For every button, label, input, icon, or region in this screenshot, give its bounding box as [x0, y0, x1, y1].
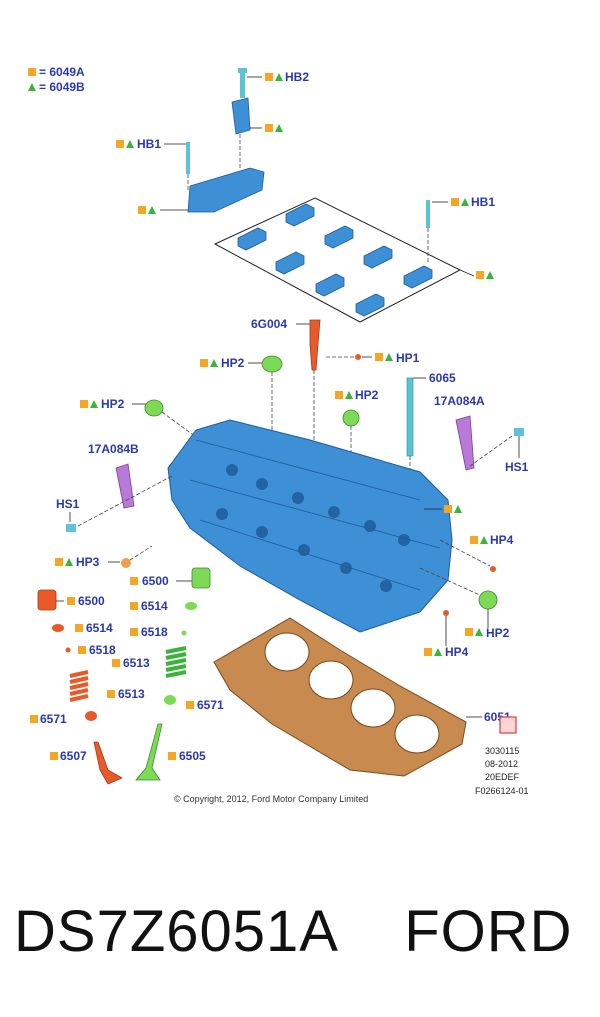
label-hs1-left: HS1	[56, 497, 80, 511]
label-6571-a: 6571	[197, 698, 224, 712]
seal-6571-red	[85, 711, 97, 721]
copyright-text: © Copyright, 2012, Ford Motor Company Li…	[174, 794, 368, 804]
key-6518-red	[65, 647, 71, 653]
label-hs1-right: HS1	[505, 460, 529, 474]
label-6500-a: 6500	[142, 574, 169, 588]
plug-hp4-right	[490, 566, 496, 572]
plug-hp2-top	[261, 355, 283, 373]
bolt-hb1-right	[426, 200, 430, 228]
square-marker-icon	[28, 68, 36, 76]
plug-hp4-bottom	[443, 610, 449, 616]
plug-hp2-left	[144, 399, 164, 417]
label-hb2: HB2	[285, 70, 309, 84]
bolt-hb1-left	[186, 142, 190, 174]
seal-6571-green	[164, 695, 176, 705]
triangle-marker-icon	[28, 83, 36, 91]
label-6571-b: 6571	[40, 712, 67, 726]
label-6500-b: 6500	[78, 594, 105, 608]
label-hb1-left: HB1	[137, 137, 161, 151]
label-6507: 6507	[60, 749, 87, 763]
meta-line-3: 20EDEF	[485, 772, 520, 782]
retainer-6514-red	[52, 624, 64, 632]
spring-6513-red	[69, 670, 89, 702]
label-hp3: HP3	[76, 555, 100, 569]
meta-line-4: F0266124-01	[475, 786, 529, 796]
plug-hp1	[355, 354, 361, 360]
cylinder-head-exploded-diagram: = 6049A = 6049B HB2 HB1 HB1	[28, 65, 529, 804]
label-17a084a: 17A084A	[434, 394, 485, 408]
bracket-arm	[231, 97, 251, 135]
label-hp1: HP1	[396, 351, 420, 365]
valve-6507-red	[93, 741, 123, 785]
spring-6513-green	[165, 646, 187, 678]
lifting-eye-17a084b	[115, 463, 135, 509]
label-6065: 6065	[429, 371, 456, 385]
meta-line-1: 3030115	[485, 746, 519, 756]
meta-line-2: 08-2012	[485, 759, 518, 769]
label-hp4-right: HP4	[490, 533, 514, 547]
head-bolt-6065	[406, 377, 414, 457]
legend-square-text: = 6049A	[39, 65, 85, 79]
top-bolt-hb2	[238, 68, 247, 98]
label-hb1-right: HB1	[471, 195, 495, 209]
head-gasket-6051	[213, 617, 467, 777]
tappet-6500-red	[37, 589, 57, 611]
label-hp2-mid: HP2	[355, 388, 379, 402]
part-number-caption: DS7Z6051A FORD	[14, 899, 573, 964]
label-6505: 6505	[179, 749, 206, 763]
label-hp4-bottom: HP4	[445, 645, 469, 659]
retainer-6514-green	[185, 602, 197, 610]
bolt-hs1-left	[66, 524, 76, 532]
label-6513-b: 6513	[118, 687, 145, 701]
label-6518-a: 6518	[141, 625, 168, 639]
plug-hp2-bottom	[478, 590, 498, 610]
bearing-cap-frame	[213, 197, 462, 323]
label-6513-a: 6513	[123, 656, 150, 670]
label-hp2-top: HP2	[221, 356, 245, 370]
tappet-6500	[191, 567, 211, 589]
legend-triangle-text: = 6049B	[39, 80, 85, 94]
key-6518-green	[181, 630, 187, 636]
cylinder-head	[167, 419, 453, 633]
sensor-6g004	[309, 319, 321, 371]
highlight-box	[499, 716, 517, 734]
valve-6505-green	[135, 723, 163, 781]
label-6g004: 6G004	[251, 317, 287, 331]
bearing-caps	[237, 203, 433, 317]
label-hp2-bottom: HP2	[486, 626, 510, 640]
label-17a084b: 17A084B	[88, 442, 139, 456]
camshaft-bracket	[187, 167, 265, 213]
plug-hp2-mid	[342, 409, 360, 427]
label-6518-b: 6518	[89, 643, 116, 657]
label-6514-a: 6514	[141, 599, 168, 613]
label-hp2-left: HP2	[101, 397, 125, 411]
plug-hp3	[121, 558, 131, 568]
legend: = 6049A = 6049B	[28, 65, 85, 94]
bolt-hs1-right	[514, 428, 524, 436]
label-6514-b: 6514	[86, 621, 113, 635]
lifting-eye-17a084a	[455, 415, 475, 471]
